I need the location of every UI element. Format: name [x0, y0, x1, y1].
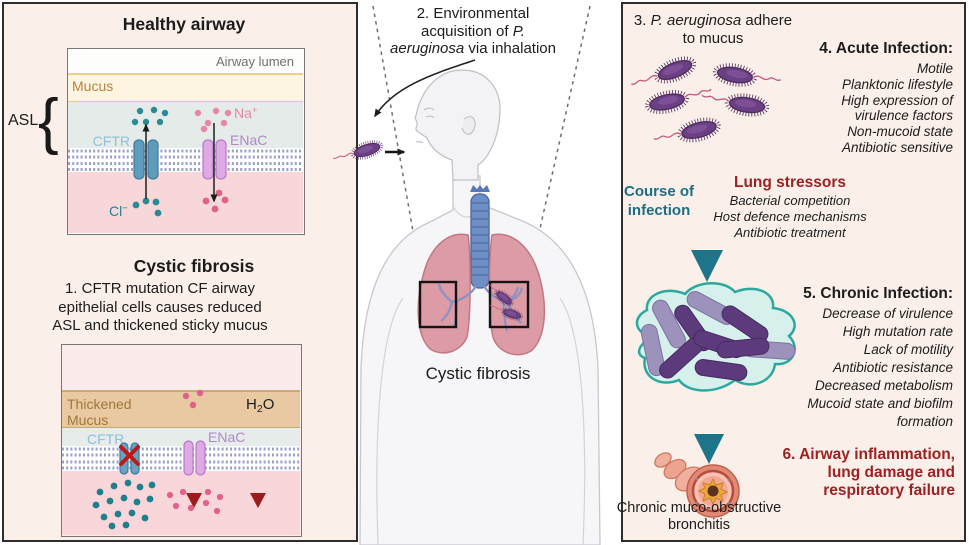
mucus-label: Mucus — [72, 78, 113, 94]
torso — [359, 175, 601, 545]
chronic-item: High mutation rate — [842, 324, 953, 339]
enac-channel-cf-icon — [183, 440, 206, 476]
outcome-block: 6. Airway inflammation, lung damage and … — [782, 446, 955, 499]
acquisition-curved-arrow — [374, 59, 476, 118]
asl-band — [68, 102, 303, 148]
trachea — [470, 193, 490, 289]
biofilm-bacteria — [640, 291, 796, 382]
airway-lumen-label: Airway lumen — [216, 54, 294, 69]
lung-stressors-block: Lung stressors Bacterial competition Hos… — [700, 174, 880, 241]
cf-description-line1: 1. CFTR mutation CF airway — [64, 280, 256, 297]
middle-column: 2. Environmental acquisition of P. aerug… — [330, 0, 623, 545]
healthy-airway-diagram: Airway lumen Mucus CFTR ENaC Na+ Cl− — [68, 49, 303, 233]
chronic-item: Lack of motility — [863, 342, 953, 357]
acute-infection-block: 4. Acute Infection: Motile Planktonic li… — [783, 40, 953, 156]
arm-lines — [376, 297, 586, 545]
lung-stressors-items: Bacterial competition Host defence mecha… — [700, 193, 880, 241]
cftr-label: CFTR — [93, 133, 130, 149]
cftr-label-cf: CFTR — [87, 431, 124, 447]
course-arrow-2 — [694, 394, 724, 464]
asl-label: ASL — [8, 112, 39, 129]
step3-caption: 3. P. aeruginosa adhere to mucus — [623, 12, 803, 48]
right-lung-zoom-rect — [488, 280, 530, 329]
cystic-fibrosis-title: Cystic fibrosis — [133, 256, 255, 276]
cf-airway-diagram: Thickened Mucus CFTR ENaC H2O — [62, 345, 300, 535]
asl-brace: { — [38, 87, 59, 156]
human-figure-illustration — [330, 5, 601, 545]
trachea-rings — [472, 202, 488, 276]
enac-label: ENaC — [230, 132, 267, 148]
cf-description-line2: epithelial cells causes reduced — [58, 298, 262, 316]
step3-line2: to mucus — [682, 30, 744, 47]
obstructed-bronchus-illustration — [654, 452, 740, 518]
cf-description-line3: ASL and thickened sticky mucus — [52, 317, 268, 334]
acute-item: Planktonic lifestyle — [841, 76, 953, 92]
chronic-heading: 5. Chronic Infection: — [803, 285, 953, 302]
acute-items: Motile Planktonic lifestyle High express… — [783, 61, 953, 156]
lung-stressors-heading: Lung stressors — [734, 174, 846, 191]
biofilm-illustration — [635, 282, 796, 392]
cftr-channel-icon — [133, 139, 159, 180]
acute-item: High expression of — [841, 92, 953, 108]
asl-band-cf — [62, 428, 300, 446]
acute-item: Antibiotic sensitive — [841, 139, 953, 155]
stressor-item: Host defence mechanisms — [713, 209, 867, 224]
stressor-item: Antibiotic treatment — [734, 225, 846, 240]
left-lung-zoom-rect — [418, 280, 458, 329]
sodium-ions — [194, 107, 232, 213]
acute-item: Non-mucoid state — [847, 124, 953, 140]
enac-channel-icon — [202, 139, 227, 180]
step2-line1: 2. Environmental — [416, 5, 530, 22]
enac-label-cf: ENaC — [208, 429, 245, 445]
ear — [461, 116, 476, 135]
panel-healthy-vs-cf-airway: Healthy airway { ASL Airway lumen Mucus — [2, 2, 358, 542]
red-x-icon — [119, 445, 140, 466]
step3-line1: 3. P. aeruginosa adhere — [633, 12, 793, 29]
face-details — [415, 107, 435, 144]
chronic-item: Decrease of virulence — [822, 306, 953, 321]
chronic-item: Mucoid state and biofilm — [807, 396, 953, 411]
planktonic-bacteria-cluster — [627, 51, 784, 153]
water-influx-arrowhead — [250, 493, 266, 508]
sodium-ion-cluster — [166, 488, 224, 515]
healthy-airway-title: Healthy airway — [122, 14, 246, 34]
acute-item: Motile — [916, 61, 953, 76]
panel-infection-course: 3. P. aeruginosa adhere to mucus 4. Acut… — [617, 2, 966, 542]
cell-interior — [68, 172, 303, 233]
chronic-item: formation — [896, 414, 953, 429]
sodium-influx-arrowhead — [186, 493, 202, 508]
chloride-label: Cl− — [109, 203, 128, 219]
chronic-item: Decreased metabolism — [814, 378, 953, 393]
chronic-items: Decrease of virulence High mutation rate… — [773, 305, 953, 431]
acute-heading: 4. Acute Infection: — [819, 40, 953, 57]
cf-airway-diagram-box: Thickened Mucus CFTR ENaC H2O — [61, 344, 302, 537]
chronic-item: Antibiotic resistance — [832, 360, 953, 375]
cf-description: 1. CFTR mutation CF airway epithelial ce… — [4, 280, 316, 336]
acute-item: virulence factors — [854, 108, 953, 124]
healthy-airway-diagram-box: Airway lumen Mucus CFTR ENaC Na+ Cl− — [67, 48, 305, 235]
sodium-label: Na+ — [234, 105, 258, 121]
step2-line3: aeruginosa via inhalation — [390, 40, 556, 57]
course-of-infection-label: Course of infection — [623, 183, 694, 219]
mutated-cftr-channel-icon — [119, 442, 140, 475]
thickened-mucus-label-line2: Mucus — [67, 412, 108, 428]
chloride-ion-cluster — [92, 479, 156, 530]
course-arrow-1 — [691, 152, 723, 282]
body-cystic-fibrosis-label: Cystic fibrosis — [425, 364, 531, 383]
bronchitis-caption: Chronic muco-obstructive bronchitis — [616, 500, 782, 533]
thickened-mucus-label-line1: Thickened — [67, 396, 132, 412]
step2-line2: acquisition of P. — [421, 22, 525, 40]
head-profile — [414, 69, 501, 181]
mucus-band — [68, 74, 303, 102]
chronic-infection-block: 5. Chronic Infection: Decrease of virule… — [773, 285, 953, 431]
step2-caption: 2. Environmental acquisition of P. aerug… — [363, 5, 583, 58]
larynx — [470, 185, 490, 192]
stressor-item: Bacterial competition — [729, 193, 851, 208]
